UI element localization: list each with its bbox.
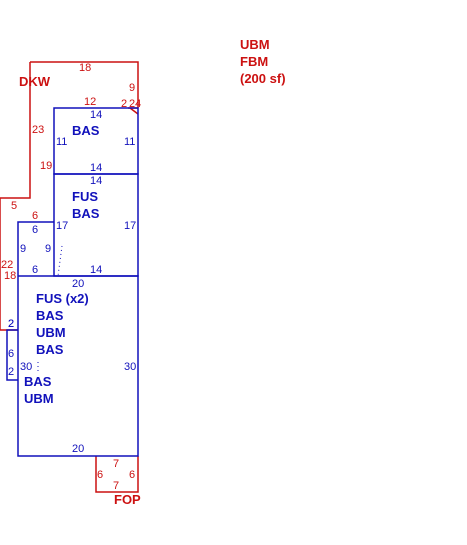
dim-main-right-h: 30 [124, 361, 136, 373]
dim-main-left-h: 30 [20, 361, 32, 373]
dim-dkw-18: 18 [4, 270, 16, 282]
deck-outline [0, 61, 139, 331]
ubm-big-label: UBM [36, 325, 66, 340]
dim-bas-bottom-w: 14 [90, 162, 102, 174]
dim-dkw-top: 18 [79, 62, 91, 74]
dim-red-24: 24 [129, 98, 141, 110]
bas-top-label: BAS [72, 123, 100, 138]
dim-main-top-w: 20 [72, 278, 84, 290]
dim-main-bottom-w: 20 [72, 443, 84, 455]
legend-line-2: FBM [240, 54, 268, 69]
dim-fop-6-left: 6 [97, 469, 103, 481]
bas-big-label-2: BAS [36, 342, 64, 357]
dim-fop-7-top: 7 [113, 458, 119, 470]
bas-mid-label: BAS [72, 206, 100, 221]
side-box [6, 329, 18, 381]
dotted-divider-1 [57, 245, 63, 277]
ubm-side-label: UBM [24, 391, 54, 406]
dim-fop-7-bottom: 7 [113, 480, 119, 492]
dim-fus-left-h: 17 [56, 220, 68, 232]
dim-step-9-right: 9 [45, 243, 51, 255]
dim-bas-top-w: 14 [90, 109, 102, 121]
dim-bas-right-h: 11 [124, 136, 135, 148]
dim-side-2a: 2 [8, 318, 14, 330]
dim-fop-6-right: 6 [129, 469, 135, 481]
dkw-label: DKW [19, 74, 51, 89]
dim-dkw-19: 19 [40, 160, 52, 172]
dim-fus-bottom-w: 14 [90, 264, 102, 276]
dim-bas-left-h: 11 [56, 136, 67, 148]
dim-dkw-5: 5 [11, 200, 17, 212]
dim-side-6: 6 [8, 348, 14, 360]
dim-dkw-6: 6 [32, 210, 38, 222]
dim-step-6-top: 6 [32, 224, 38, 236]
fop-label: FOP [114, 492, 141, 507]
dim-step-9-left: 9 [20, 243, 26, 255]
dim-red-12: 12 [84, 96, 96, 108]
dim-side-2c: 2 [8, 366, 14, 378]
main-box [17, 275, 139, 457]
dim-dkw-left: 23 [32, 124, 44, 136]
step-box [17, 221, 54, 276]
legend-line-3: (200 sf) [240, 71, 286, 86]
bas-big-label-1: BAS [36, 308, 64, 323]
dim-dkw-22: 22 [1, 259, 13, 271]
bas-side-label: BAS [24, 374, 52, 389]
dim-fus-top-w: 14 [90, 175, 102, 187]
dim-side-2b: 2 [8, 318, 14, 330]
dim-step-6-bottom: 6 [32, 264, 38, 276]
dim-fus-right-h: 17 [124, 220, 136, 232]
dim-red-2: 2 [121, 98, 127, 110]
legend-line-1: UBM [240, 37, 270, 52]
fus-mid-label: FUS [72, 189, 98, 204]
dim-dkw-right: 9 [129, 82, 135, 94]
fus-x2-label: FUS (x2) [36, 291, 89, 306]
